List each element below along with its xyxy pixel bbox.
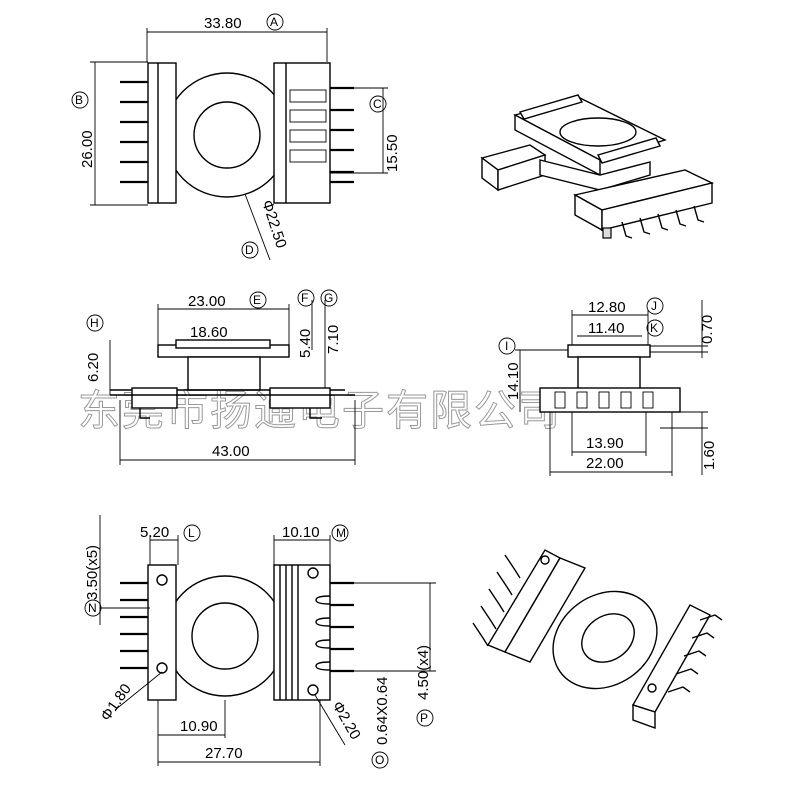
dim-c-value: 15.50 [384,134,401,172]
side-view: 12.80 J 11.40 K 0.70 14.10 I [498,297,718,476]
dim-f-tag: F [301,291,308,305]
dim-g-value: 7.10 [325,325,342,354]
dim-pitch-left: 3.50(x5) [84,545,101,600]
dim-h-tag: H [90,316,99,330]
dim-b-value: 26.00 [79,130,96,168]
bottom-view: 3.50(x5) 5.20 L 10.10 M [84,515,436,769]
dim-pin: Φ2.20 [329,699,364,743]
dim-d-tag: D [245,243,254,257]
dim-a-tag: A [270,15,278,29]
dim-a-value: 33.80 [204,15,242,32]
front-view: 23.00 E 18.60 5.40 7.10 F G 6.20 H [85,289,356,465]
dim-pin-size: 0.64X0.64 [374,677,391,745]
dim-j-tag: J [651,299,657,313]
dim-22-00: 22.00 [586,455,624,472]
dim-27-70: 27.70 [205,745,243,762]
dim-b-tag: B [75,93,83,107]
dim-n-tag: N [88,601,97,615]
dim-0-70: 0.70 [699,315,716,344]
dim-i-tag: I [505,339,508,353]
dim-10-90: 10.90 [180,718,218,735]
dim-hole: Φ1.80 [97,681,135,724]
dim-c-tag: C [373,97,382,111]
dim-18-60: 18.60 [190,324,228,341]
dim-f-value: 5.40 [297,329,314,358]
dim-m-tag: M [336,526,346,540]
dim-j-value: 12.80 [588,299,626,316]
dim-i-value: 14.10 [505,362,522,400]
dim-pin-pitch: 4.50(x4) [415,645,432,700]
dim-l-value: 5.20 [140,524,169,541]
top-view: 33.80 A 26.00 B 15.50 C [71,13,401,261]
dim-m-value: 10.10 [282,524,320,541]
dim-13-90: 13.90 [586,435,624,452]
dim-p-tag: P [420,711,428,725]
isometric-view-top [480,94,715,239]
dim-43-00: 43.00 [212,443,250,460]
dim-o-tag: O [375,753,384,767]
dim-k-tag: K [650,321,658,335]
dim-l-tag: L [188,526,195,540]
dim-1-60: 1.60 [701,441,718,470]
dim-k-value: 11.40 [588,320,624,337]
dim-e-tag: E [253,293,261,307]
dim-g-tag: G [324,291,333,305]
dim-h-value: 6.20 [85,353,102,382]
dim-e-value: 23.00 [188,293,226,310]
isometric-view-bottom [472,549,723,729]
